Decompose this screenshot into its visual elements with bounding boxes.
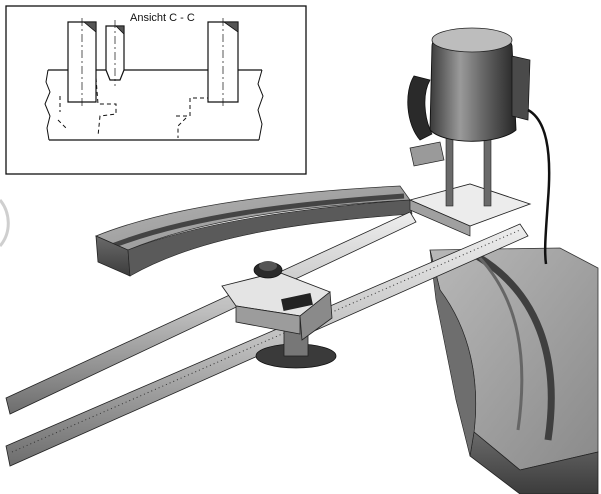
- carriage-slot: [281, 293, 313, 311]
- workpiece-left-break: [44, 69, 51, 141]
- block-groove-inner: [476, 254, 524, 431]
- page-edge-mark: [0, 199, 10, 247]
- inset-drawing: Ansicht C - C: [5, 5, 307, 175]
- rail-scale: [11, 229, 521, 453]
- router-base-side: [409, 199, 471, 237]
- cutter-right-hatch: [222, 21, 239, 33]
- groove-profile-hidden-2: [57, 96, 187, 138]
- guide-rails: [5, 211, 529, 467]
- router-handle-icon: [407, 75, 433, 141]
- router-base-plate: [408, 183, 532, 227]
- router-top-cap: [431, 27, 513, 53]
- router-depth-stop: [409, 141, 445, 167]
- cutter-left-hatch: [82, 21, 97, 33]
- workpiece-right-break: [257, 69, 264, 141]
- rail-front: [5, 223, 529, 467]
- arc-front-side: [127, 199, 413, 277]
- inset-frame: [5, 5, 307, 175]
- groove-profile-hidden: [95, 77, 209, 137]
- block-groove-outer: [468, 248, 555, 441]
- curved-workpiece-front: [429, 247, 599, 494]
- clamp-knob-cap-icon: [259, 261, 277, 271]
- router-side-bracket: [511, 55, 531, 121]
- inset-title: Ansicht C - C: [130, 12, 195, 24]
- router-cable: [527, 108, 551, 265]
- cutter-middle-hatch: [115, 25, 125, 35]
- carriage-bracket: [299, 291, 333, 341]
- arc-groove: [111, 193, 405, 249]
- carriage-block-side: [235, 305, 301, 335]
- pivot-carriage: [221, 261, 337, 369]
- curved-workpiece-back: [94, 185, 413, 277]
- router-machine: [407, 27, 551, 265]
- block-left-side: [429, 249, 476, 457]
